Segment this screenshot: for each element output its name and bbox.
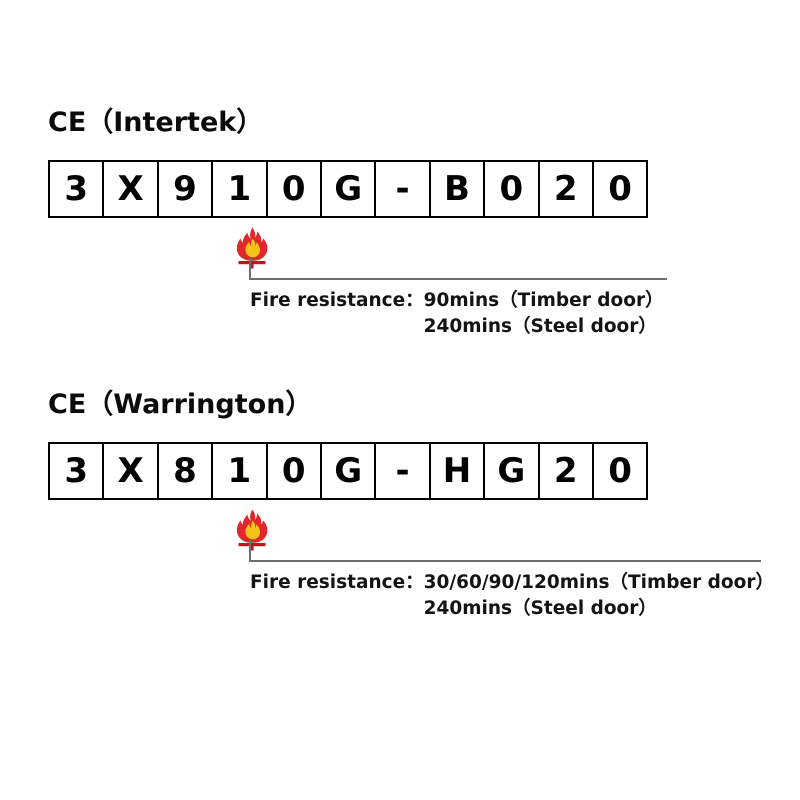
code-strip-intertek: 3 X 9 1 0 G - B 0 2 0	[48, 160, 649, 218]
code-cell: 0	[267, 442, 322, 500]
annotation-warrington: Fire resistance： 30/60/90/120mins（Timber…	[250, 570, 774, 623]
fire-resistance-steel-value: 240mins（Steel door）	[423, 316, 657, 338]
fire-icon	[232, 508, 272, 552]
code-cell: H	[430, 442, 486, 500]
fire-resistance-label: Fire resistance：	[250, 572, 424, 593]
code-cell: 3	[50, 160, 105, 218]
page-title-warrington: CE（Warrington）	[48, 389, 313, 420]
annotation-line-2: Fire resistance： 240mins（Steel door）	[250, 314, 664, 340]
code-cell: 8	[158, 442, 214, 500]
code-cell: -	[376, 442, 431, 500]
code-cell: X	[104, 442, 159, 500]
code-cell: 0	[485, 160, 540, 218]
code-cell: G	[321, 160, 377, 218]
code-cell: 2	[539, 160, 594, 218]
code-cell: G	[485, 442, 540, 500]
annotation-line-1: Fire resistance： 90mins（Timber door）	[250, 288, 664, 314]
leader-horizontal-segment	[249, 560, 761, 562]
code-cell: 9	[158, 160, 214, 218]
annotation-intertek: Fire resistance： 90mins（Timber door） Fir…	[250, 288, 664, 341]
code-cell: X	[104, 160, 159, 218]
code-cell: -	[376, 160, 431, 218]
annotation-line-2: Fire resistance： 240mins（Steel door）	[250, 596, 774, 622]
code-cell: 1	[213, 160, 268, 218]
code-cell: 1	[213, 442, 268, 500]
fire-resistance-timber-value: 90mins（Timber door）	[423, 290, 664, 311]
fire-resistance-steel-value: 240mins（Steel door）	[423, 598, 657, 620]
page-title-intertek: CE（Intertek）	[48, 107, 264, 138]
code-cell: 0	[593, 442, 649, 500]
leader-vertical-segment	[249, 540, 251, 562]
code-cell: 0	[593, 160, 649, 218]
code-cell: B	[430, 160, 486, 218]
fire-icon	[232, 226, 272, 270]
annotation-line-1: Fire resistance： 30/60/90/120mins（Timber…	[250, 570, 774, 596]
code-cell: 2	[539, 442, 594, 500]
code-cell: 3	[50, 442, 105, 500]
fire-resistance-label: Fire resistance：	[250, 290, 424, 311]
leader-vertical-segment	[249, 258, 251, 280]
code-strip-warrington: 3 X 8 1 0 G - H G 2 0	[48, 442, 649, 500]
code-cell: G	[321, 442, 377, 500]
code-cell: 0	[267, 160, 322, 218]
fire-resistance-timber-value: 30/60/90/120mins（Timber door）	[423, 572, 774, 593]
leader-horizontal-segment	[249, 278, 667, 280]
